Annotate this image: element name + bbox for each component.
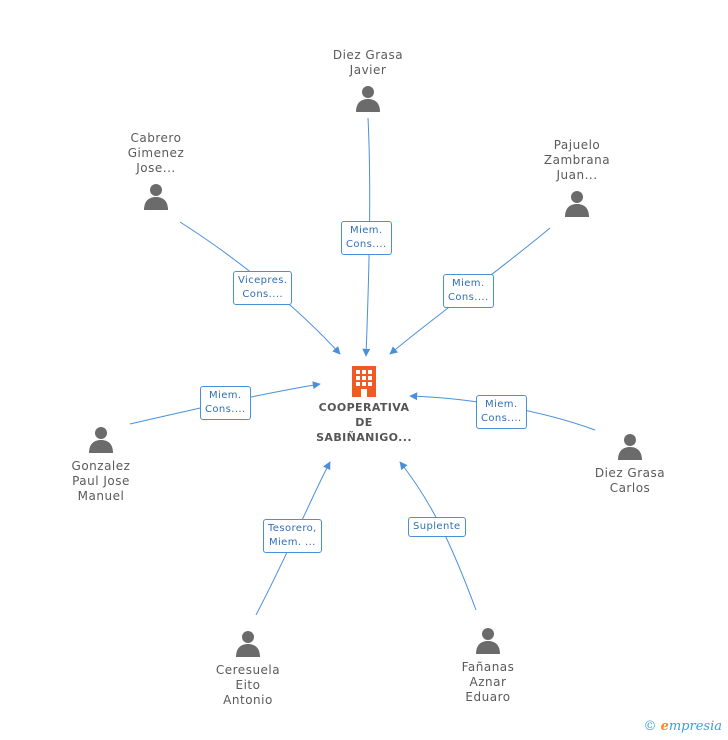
building-icon [352,366,376,397]
person-name-line: Eduaro [465,690,511,704]
edge-label-line: Cons.... [448,292,489,303]
edge-label-line: Cons.... [205,404,246,415]
person-name-line: Diez Grasa [332,48,404,62]
edge-label-ceresuela-eito-antonio[interactable]: Tesorero, Miem. ... [263,519,322,553]
center-company[interactable]: COOPERATIVA DE SABIÑANIGO... [314,364,414,445]
edge-label-line: Miem. [485,399,518,410]
person-name-line: Cabrero [130,131,182,145]
person-icon [618,434,642,460]
person-name-line: Pajuelo [553,138,601,152]
edge-label-line: Cons.... [481,413,522,424]
person-name-line: Diez Grasa [594,466,666,480]
edge-label-line: Miem. ... [268,537,316,548]
person-name-line: Juan... [556,168,598,182]
person-name-line: Fañanas [461,660,515,674]
person-name-line: Jose... [136,161,176,175]
edge-label-line: Miem. [452,278,485,289]
person-name-line: Javier [349,63,387,77]
brand-initial: e [660,719,669,734]
brand-name: mpresia [668,719,722,734]
center-company-name-line: SABIÑANIGO... [316,431,412,444]
person-name-line: Ceresuela [215,663,281,677]
edge-label-line: Miem. [350,225,383,236]
center-company-name-line: DE [355,416,373,429]
person-icon [236,631,260,657]
person-name-line: Antonio [223,693,273,707]
edge-label-cabrero-gimenez-jose[interactable]: Vicepres. Cons.... [233,271,293,305]
person-name-line: Gimenez [127,146,185,160]
person-icon [356,86,380,112]
edge-label-diez-grasa-javier[interactable]: Miem. Cons.... [341,221,392,255]
person-name-line: Gonzalez [71,459,131,473]
person-name-line: Paul Jose [72,474,130,488]
edge-label-line: Miem. [209,390,242,401]
person-name-line: Zambrana [543,153,611,167]
edge-label-line: Suplente [413,521,461,532]
copyright-symbol: © [643,719,657,734]
person-name-line: Eito [235,678,261,692]
edge-label-fananas-aznar-eduaro[interactable]: Suplente [408,517,466,537]
person-name-line: Carlos [609,481,651,495]
person-icon [89,427,113,453]
edge-label-line: Vicepres. [238,275,288,286]
edge-label-line: Tesorero, [268,523,317,534]
person-name-line: Manuel [77,489,125,503]
person-name-line: Aznar [469,675,507,689]
edge-label-gonzalez-paul-jose-manuel[interactable]: Miem. Cons.... [200,386,251,420]
edge-label-line: Cons.... [346,239,387,250]
edge-label-line: Cons.... [242,289,283,300]
center-company-name-line: COOPERATIVA [318,401,410,414]
person-icon [476,628,500,654]
edge-label-diez-grasa-carlos[interactable]: Miem. Cons.... [476,395,527,429]
person-icon [565,191,589,217]
edge-label-pajuelo-zambrana-juan[interactable]: Miem. Cons.... [443,274,494,308]
person-icon [144,184,168,210]
footer-brand: © empresia [643,719,722,734]
